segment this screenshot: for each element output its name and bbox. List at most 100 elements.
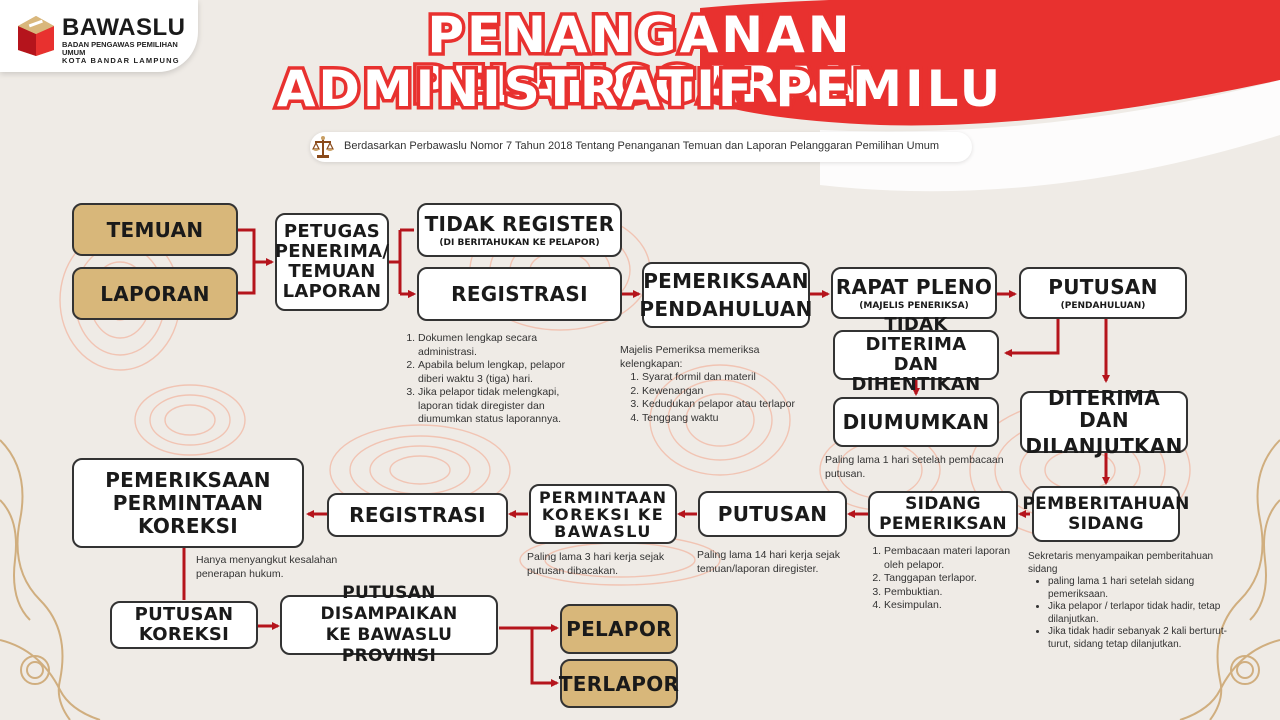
node-terlapor: TERLAPOR — [558, 659, 680, 708]
note-sidang-item: Tanggapan terlapor. — [884, 572, 1020, 586]
note-pendahuluan: Majelis Pemeriksa memeriksa kelengkapan:… — [620, 344, 800, 425]
node-pemeriksaan-pendahuluan: PEMERIKSAAN PENDAHULUAN — [639, 262, 813, 328]
node-putusan2-label: PUTUSAN — [717, 502, 828, 526]
node-permintaan-koreksi: PERMINTAAN KOREKSI KE BAWASLU — [529, 484, 677, 544]
node-rapat-pleno-label: RAPAT PLENO — [835, 274, 993, 299]
ballot-box-logo-icon — [18, 16, 54, 56]
flag-red-swoosh — [700, 0, 1280, 126]
page-title-line2-shadow: ADMINISTRATIF PEMILU — [273, 60, 1004, 118]
node-putusan-label: PUTUSAN — [1048, 274, 1158, 299]
note-sidang-item: Pembacaan materi laporan oleh pelapor. — [884, 545, 1020, 572]
node-pemeriksaan-koreksi: PEMERIKSAAN PERMINTAAN KOREKSI — [72, 458, 304, 548]
scales-of-justice-icon — [312, 136, 334, 158]
note-pendahuluan-intro: Majelis Pemeriksa memeriksa kelengkapan: — [620, 344, 760, 370]
node-tidak-diterima-label-2: DAN DIHENTIKAN — [851, 354, 981, 395]
node-putusan-sub: (PENDAHULUAN) — [1060, 300, 1146, 311]
note-pendahuluan-item: Syarat formil dan materil — [642, 371, 800, 385]
node-terlapor-label: TERLAPOR — [558, 671, 680, 696]
legal-basis-text: Berdasarkan Perbawaslu Nomor 7 Tahun 201… — [344, 140, 940, 152]
node-tidak-register-label: TIDAK REGISTER — [424, 211, 615, 236]
node-tidak-diterima: TIDAK DITERIMA DAN DIHENTIKAN — [833, 315, 999, 395]
note-sidang: Pembacaan materi laporan oleh pelapor. T… — [870, 545, 1020, 613]
page-title-line1-shadow: PENANGANAN PELANGGARAN — [408, 6, 869, 114]
note-sidang-item: Pembuktian. — [884, 586, 1020, 600]
node-permintaan-label-2: KOREKSI KE — [541, 504, 665, 524]
node-tidak-register: TIDAK REGISTER (DI BERITAHUKAN KE PELAPO… — [417, 203, 622, 257]
node-petugas-label-3: TEMUAN — [288, 261, 376, 282]
corner-ornament-left — [0, 439, 101, 720]
corner-ornament-right — [1179, 439, 1280, 720]
node-pemeriksaan-koreksi-label-2: PERMINTAAN — [112, 490, 264, 515]
logo-subtitle-line1: BADAN PENGAWAS PEMILIHAN UMUM — [62, 40, 178, 57]
node-pemeriksaan-koreksi-label-3: KOREKSI — [137, 513, 239, 538]
note-pemberitahuan-intro: Sekretaris menyampaikan pemberitahuan si… — [1028, 551, 1214, 575]
node-disampaikan-label-1: PUTUSAN DISAMPAIKAN — [320, 583, 458, 624]
legal-basis-banner: Berdasarkan Perbawaslu Nomor 7 Tahun 201… — [310, 132, 972, 162]
note-pemberitahuan: Sekretaris menyampaikan pemberitahuan si… — [1028, 551, 1228, 651]
page-title-line2: ADMINISTRATIF PEMILU — [276, 60, 1004, 118]
node-registrasi-koreksi: REGISTRASI — [327, 493, 508, 537]
node-diterima-label-1: DITERIMA DAN — [1048, 386, 1160, 432]
page-title-line1: PENANGANAN PELANGGARAN — [411, 6, 869, 114]
note-pemberitahuan-item: Jika tidak hadir sebanyak 2 kali berturu… — [1048, 626, 1228, 651]
node-permintaan-label-1: PERMINTAAN — [538, 487, 668, 507]
node-permintaan-label-3: BAWASLU — [554, 521, 652, 541]
note-pendahuluan-item: Tenggang waktu — [642, 412, 800, 426]
node-putusan-disampaikan: PUTUSAN DISAMPAIKAN KE BAWASLU PROVINSI — [280, 583, 498, 666]
note-registrasi-item: Dokumen lengkap secara administrasi. — [418, 332, 574, 359]
node-disampaikan-label-2: KE BAWASLU PROVINSI — [325, 625, 453, 666]
node-diumumkan-label: DIUMUMKAN — [842, 410, 990, 434]
note-registrasi-item: Apabila belum lengkap, pelapor diberi wa… — [418, 359, 574, 386]
node-putusan-pendahuluan: PUTUSAN (PENDAHULUAN) — [1019, 267, 1187, 319]
node-pendahuluan-label-2: PENDAHULUAN — [639, 297, 813, 321]
node-registrasi-label: REGISTRASI — [451, 282, 588, 306]
note-sidang-item: Kesimpulan. — [884, 599, 1020, 613]
node-pemeriksaan-koreksi-label-1: PEMERIKSAAN — [105, 467, 271, 492]
node-diumumkan: DIUMUMKAN — [833, 397, 999, 447]
node-pendahuluan-label-1: PEMERIKSAAN — [643, 269, 809, 293]
node-petugas-label-4: LAPORAN — [282, 281, 382, 302]
node-temuan-label: TEMUAN — [106, 217, 204, 242]
note-pemberitahuan-item: Jika pelapor / terlapor tidak hadir, tet… — [1048, 601, 1228, 626]
node-registrasi: REGISTRASI — [417, 267, 622, 321]
node-pemberitahuan-label-1: PEMBERITAHUAN — [1022, 494, 1190, 514]
logo-subtitle: BADAN PENGAWAS PEMILIHAN UMUM KOTA BANDA… — [62, 41, 192, 65]
note-permintaan: Paling lama 3 hari kerja sejak putusan d… — [527, 551, 665, 577]
node-pemberitahuan-label-2: SIDANG — [1068, 514, 1144, 534]
node-pemberitahuan-sidang: PEMBERITAHUAN SIDANG — [1022, 486, 1189, 542]
node-putusan-koreksi-label-2: KOREKSI — [138, 624, 230, 645]
note-registrasi-item: Jika pelapor tidak melengkapi, laporan t… — [418, 386, 574, 427]
node-temuan: TEMUAN — [72, 203, 238, 256]
flag-white-swoosh — [820, 80, 1280, 192]
node-rapat-pleno: RAPAT PLENO (MAJELIS PENERIKSA) — [831, 267, 997, 319]
node-diterima-dilanjutkan: DITERIMA DAN DILANJUTKAN — [1020, 387, 1188, 457]
node-pelapor: PELAPOR — [560, 604, 678, 654]
node-registrasi2-label: REGISTRASI — [349, 503, 486, 527]
node-tidak-register-sub: (DI BERITAHUKAN KE PELAPOR) — [439, 237, 600, 248]
node-rapat-pleno-sub: (MAJELIS PENERIKSA) — [859, 300, 969, 311]
note-registrasi: Dokumen lengkap secara administrasi. Apa… — [404, 332, 574, 427]
node-tidak-diterima-label-1: TIDAK DITERIMA — [865, 314, 967, 355]
note-diterima: Paling lama 1 hari setelah pembacaan put… — [825, 454, 1004, 480]
note-pendahuluan-item: Kewenangan — [642, 385, 800, 399]
node-laporan-label: LAPORAN — [100, 281, 210, 306]
note-pemberitahuan-item: paling lama 1 hari setelah sidang pemeri… — [1048, 576, 1228, 601]
node-putusan-koreksi: PUTUSAN KOREKSI — [110, 601, 258, 649]
node-sidang-pemeriksan: SIDANG PEMERIKSAN — [868, 491, 1018, 537]
note-koreksi: Hanya menyangkut kesalahan penerapan huk… — [196, 554, 338, 580]
logo-subtitle-line2: KOTA BANDAR LAMPUNG — [62, 56, 180, 65]
logo-name: BAWASLU — [62, 14, 186, 41]
node-sidang-label-1: SIDANG — [905, 494, 981, 514]
node-petugas-label-2: PENERIMA/ — [274, 241, 390, 262]
node-diterima-label-2: DILANJUTKAN — [1025, 434, 1183, 458]
node-laporan: LAPORAN — [72, 267, 238, 320]
note-putusan: Paling lama 14 hari kerja sejak temuan/l… — [697, 549, 840, 575]
bawaslu-logo: BAWASLU BADAN PENGAWAS PEMILIHAN UMUM KO… — [0, 0, 198, 72]
node-pelapor-label: PELAPOR — [566, 617, 672, 641]
node-sidang-label-2: PEMERIKSAN — [879, 514, 1007, 534]
note-pendahuluan-item: Kedudukan pelapor atau terlapor — [642, 398, 800, 412]
node-petugas-penerima: PETUGAS PENERIMA/ TEMUAN LAPORAN — [275, 213, 389, 311]
node-petugas-label-1: PETUGAS — [283, 221, 381, 242]
node-putusan-koreksi-label-1: PUTUSAN — [134, 604, 234, 625]
node-putusan: PUTUSAN — [698, 491, 847, 537]
